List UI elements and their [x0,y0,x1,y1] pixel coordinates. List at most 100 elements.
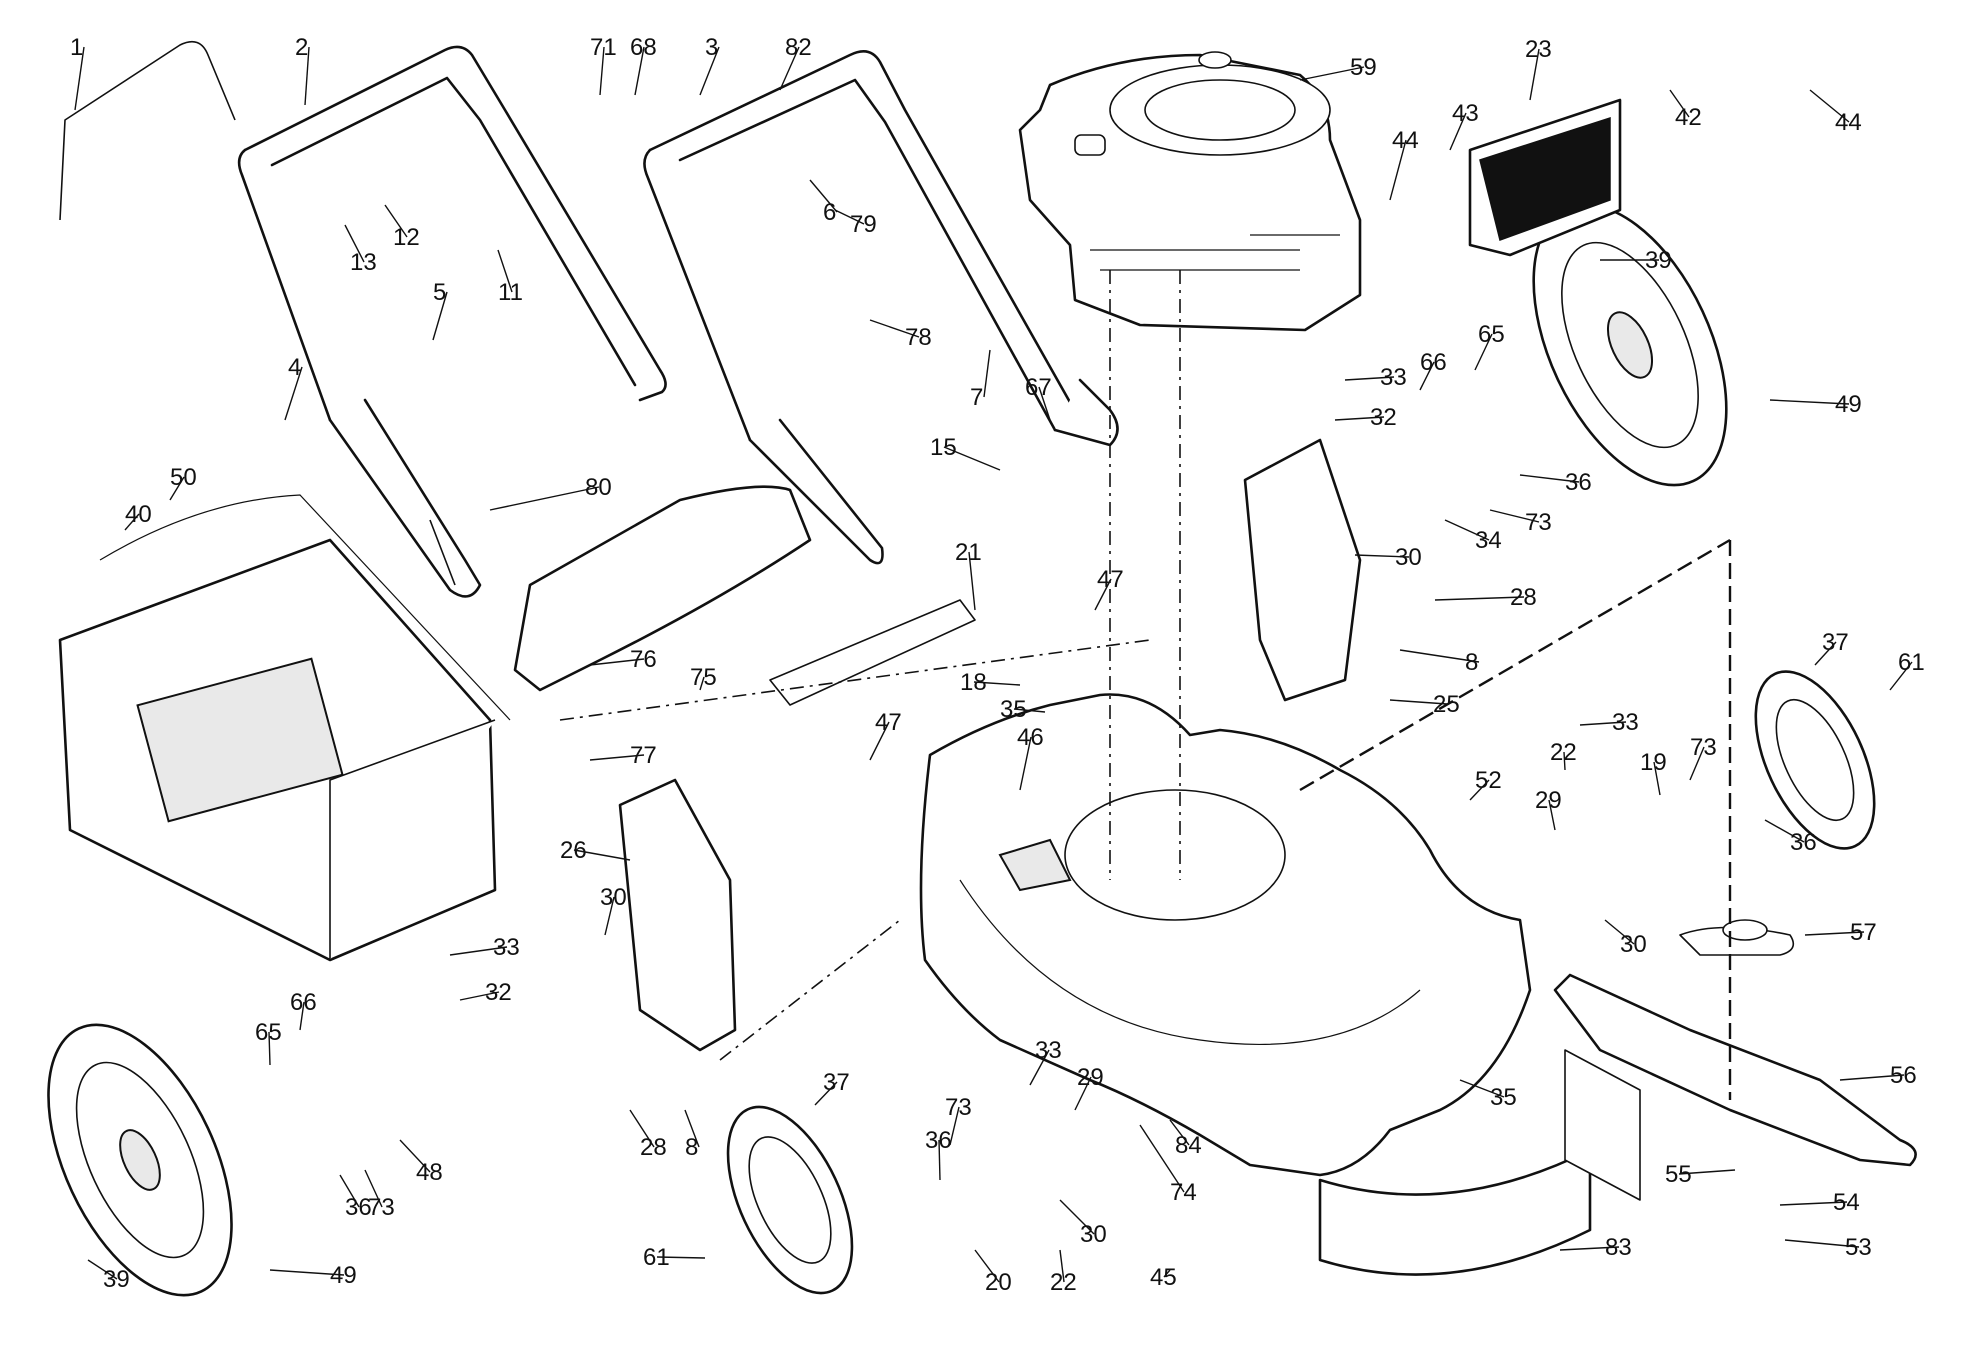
leader-line-p12 [384,204,408,238]
leader-line-p78 [869,319,920,338]
part-label-p65b: 65 [255,1019,282,1046]
assembly-lines [559,270,1732,1100]
part-label-p1: 1 [70,34,83,61]
leader-line-p28b [629,1109,655,1148]
leader-line-p29b [1074,1076,1092,1111]
part-label-p55: 55 [1665,1161,1692,1188]
leader-line-p34 [1444,519,1490,541]
leader-line-p22a [1563,751,1566,771]
leader-line-p80 [489,486,600,511]
part-label-p22b: 22 [1050,1269,1077,1296]
mower-deck [919,693,1532,1177]
part-label-p36c: 36 [345,1194,372,1221]
part-label-p77: 77 [630,742,657,769]
part-label-p56: 56 [1890,1062,1917,1089]
part-label-p32a: 32 [1370,404,1397,431]
upper-handle-left [237,45,667,422]
leader-line-p76 [589,658,645,666]
part-label-p8a: 8 [1465,649,1478,676]
part-label-p76: 76 [630,646,657,673]
leader-line-p40 [124,513,140,531]
upper-handle-right [643,50,1082,442]
part-label-p35a: 35 [1000,696,1027,723]
leader-line-p11 [497,249,513,293]
leader-line-p52 [1469,779,1490,801]
leader-line-p5 [432,291,448,341]
part-label-p33d: 33 [1035,1037,1062,1064]
part-label-p37a: 37 [1822,629,1849,656]
part-label-p44a: 44 [1392,127,1419,154]
leader-line-p61a [1889,661,1913,691]
leader-line-p35b [1459,1079,1505,1098]
mulch-plug [513,485,812,692]
leader-line-p50 [169,476,185,501]
part-label-p61a: 61 [1898,649,1925,676]
part-label-p47b: 47 [875,709,902,736]
part-label-p22a: 22 [1550,739,1577,766]
part-label-p33c: 33 [493,934,520,961]
leader-line-p83 [1559,1246,1620,1251]
leader-line-p77 [589,754,645,761]
part-label-p57: 57 [1850,919,1877,946]
leader-line-p36c [339,1174,360,1208]
part-label-p11: 11 [498,279,523,306]
leader-line-p48 [399,1139,431,1173]
part-label-p30b: 30 [1620,931,1647,958]
part-label-p49b: 49 [330,1262,357,1289]
part-label-p35b: 35 [1490,1084,1517,1111]
leader-line-p71 [599,46,605,96]
leader-line-p49b [269,1269,345,1276]
part-label-p78: 78 [905,324,932,351]
part-label-p4: 4 [288,354,301,381]
part-label-p73c: 73 [368,1194,395,1221]
part-label-p25: 25 [1433,691,1460,718]
part-label-p26: 26 [560,837,587,864]
leader-line-p33a [1344,376,1395,381]
part-label-p61b: 61 [643,1244,670,1271]
leader-line-p7 [983,349,991,398]
part-label-p30d: 30 [1080,1221,1107,1248]
leader-line-p84 [1169,1119,1190,1146]
rear-skirt [1318,1049,1641,1276]
leader-line-p55 [1678,1169,1736,1175]
part-label-p29b: 29 [1077,1064,1104,1091]
part-label-p20: 20 [985,1269,1012,1296]
leader-line-p30b [1604,919,1635,945]
leader-line-p6 [809,179,838,213]
leader-line-p33c [449,946,508,956]
part-label-p40: 40 [125,501,152,528]
engine [1018,51,1362,332]
rear-wheel-bracket-right [618,778,737,1052]
part-label-p12: 12 [393,224,420,251]
leader-line-p73b [1689,746,1705,781]
wheel-front-left [726,1105,854,1295]
part-label-p68: 68 [630,34,657,61]
part-label-p39b: 39 [103,1266,130,1293]
part-label-p54: 54 [1833,1189,1860,1216]
part-label-p36a: 36 [1565,469,1592,496]
leader-line-p43 [1449,112,1467,151]
leader-line-p59 [1299,66,1365,81]
leader-line-p74 [1139,1124,1185,1193]
leader-line-p3 [699,46,720,96]
part-label-p65a: 65 [1478,321,1505,348]
part-label-p73b: 73 [1690,734,1717,761]
part-label-p6: 6 [823,199,836,226]
leader-line-p13 [344,224,365,263]
part-label-p8b: 8 [685,1134,698,1161]
rear-wheel-bracket-left [1243,438,1362,702]
part-label-p19: 19 [1640,749,1667,776]
part-label-p3: 3 [705,34,718,61]
part-label-p67: 67 [1025,374,1052,401]
leader-line-p49a [1769,399,1850,405]
part-label-p50: 50 [170,464,197,491]
leader-line-p57 [1804,931,1865,936]
part-label-p80: 80 [585,474,612,501]
leader-line-p4 [284,366,303,421]
drive-cable-guide [769,599,976,706]
leader-line-p67 [1038,386,1051,421]
part-label-p45: 45 [1150,1264,1177,1291]
part-label-p30a: 30 [1395,544,1422,571]
leader-line-p1 [74,46,85,111]
leader-line-p33d [1029,1049,1050,1086]
